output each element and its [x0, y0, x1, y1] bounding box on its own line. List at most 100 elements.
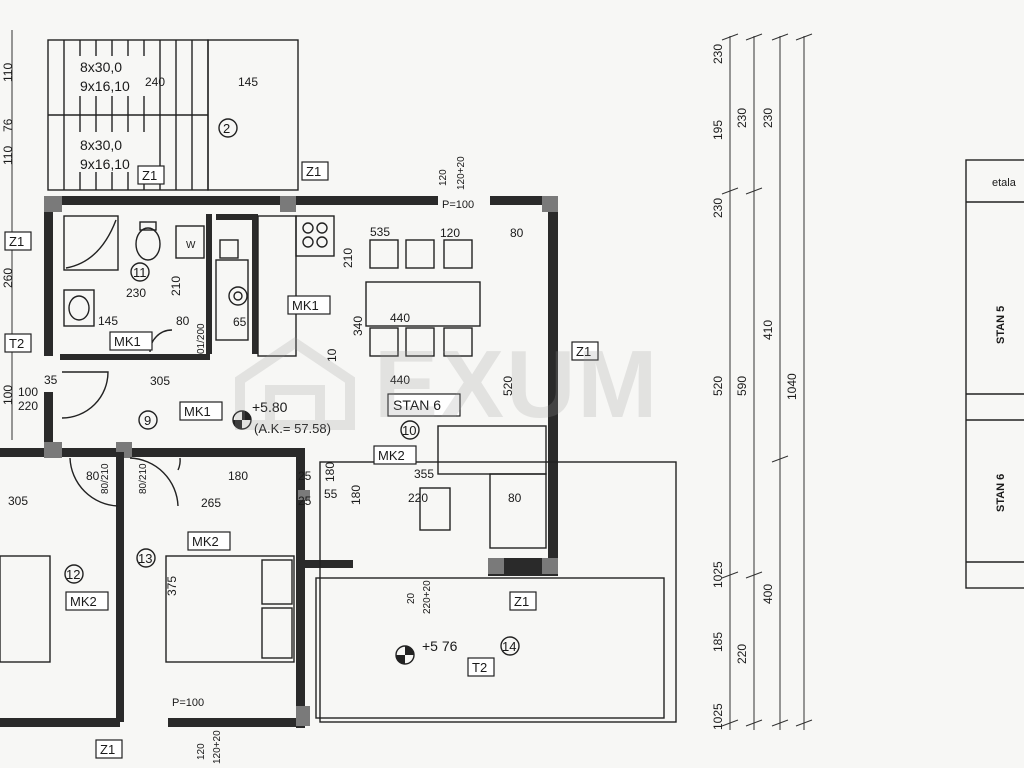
- svg-text:375: 375: [165, 576, 179, 596]
- tag-z1-kitchen: Z1: [301, 161, 329, 181]
- apartment-table: etala STAN 5 STAN 6: [965, 159, 1024, 589]
- vertical-dimension-chains: 230 195 230 1025 185 1025 230 410 520 40…: [711, 33, 813, 730]
- tag-z1-bottom: Z1: [95, 739, 123, 759]
- table-header: etala: [992, 177, 1017, 189]
- tag-z1-left: Z1: [4, 231, 32, 251]
- washing-machine: [175, 225, 205, 259]
- vdim-a-3: 1025: [711, 561, 725, 588]
- room-numbers: 11 9 10 12 13 14: [64, 262, 520, 656]
- room-13: 13: [138, 551, 152, 566]
- svg-text:265: 265: [201, 496, 221, 510]
- sofa: [419, 425, 547, 549]
- bathroom-fixtures: W: [63, 215, 249, 341]
- svg-text:Z1: Z1: [306, 164, 321, 179]
- svg-text:120+20: 120+20: [212, 730, 223, 764]
- vdim-b-3: 400: [761, 584, 775, 604]
- interior-walls: [60, 214, 310, 722]
- vdim-a-0: 230: [711, 44, 725, 64]
- vdim-b-1: 410: [761, 320, 775, 340]
- room-11: 11: [133, 265, 147, 280]
- doors: [61, 329, 181, 507]
- svg-text:55: 55: [324, 487, 338, 501]
- toilet-icon: [135, 227, 161, 261]
- dim-260: 260: [1, 268, 15, 288]
- svg-text:305: 305: [150, 374, 170, 388]
- svg-text:220: 220: [408, 491, 428, 505]
- svg-text:01/200: 01/200: [196, 323, 207, 354]
- tag-mk2-bed13: MK2: [187, 531, 231, 551]
- vdim-a-1: 195: [711, 120, 725, 140]
- svg-text:145: 145: [98, 314, 118, 328]
- tag-z1-terrace: Z1: [509, 591, 537, 611]
- room-9: 9: [144, 413, 151, 428]
- dim-145: 145: [238, 75, 258, 89]
- svg-text:T2: T2: [9, 336, 24, 351]
- dim-110b: 110: [1, 146, 15, 165]
- tag-z1-stair: Z1: [137, 165, 165, 185]
- svg-text:Z1: Z1: [576, 344, 591, 359]
- level-mark-main: [232, 410, 252, 430]
- tag-mk2-bed12: MK2: [65, 591, 109, 611]
- svg-text:120: 120: [438, 169, 449, 186]
- vdim-a-5: 1025: [711, 703, 725, 730]
- dining-table: [365, 239, 481, 357]
- tag-t2-left: T2: [4, 333, 32, 353]
- level-mark-terrace: [395, 645, 415, 665]
- svg-text:535: 535: [370, 225, 390, 239]
- vdim-b-2: 520: [711, 376, 725, 396]
- svg-text:180: 180: [323, 462, 337, 482]
- level-terrace: +5 76: [422, 638, 458, 654]
- stair-upper-line1: 8x30,0: [80, 59, 122, 75]
- svg-text:MK1: MK1: [292, 298, 319, 313]
- svg-text:Z1: Z1: [514, 594, 529, 609]
- svg-text:120+20: 120+20: [456, 156, 467, 190]
- svg-text:80: 80: [176, 314, 190, 328]
- svg-text:P=100: P=100: [442, 199, 474, 211]
- stair-lower-line1: 8x30,0: [80, 137, 122, 153]
- svg-text:MK1: MK1: [184, 404, 211, 419]
- tag-t2-terrace: T2: [467, 657, 495, 677]
- level-main: +5.80: [252, 399, 288, 415]
- svg-text:120: 120: [440, 226, 460, 240]
- interior-dimensions: 230 210 145 80 65 01/200 100 220 35 305 …: [8, 156, 524, 764]
- room-10: 10: [402, 423, 416, 438]
- svg-text:65: 65: [233, 315, 247, 329]
- svg-text:440: 440: [390, 373, 410, 387]
- coffee-table: [419, 487, 451, 531]
- room-12: 12: [66, 567, 80, 582]
- dim-76: 76: [1, 118, 15, 132]
- tag-mk1-bath: MK1: [109, 331, 153, 351]
- svg-text:Z1: Z1: [100, 742, 115, 757]
- svg-text:220+20: 220+20: [422, 580, 433, 614]
- area-label: (A.K.= 57.58): [254, 421, 331, 436]
- svg-text:80: 80: [510, 226, 524, 240]
- tag-stan6: STAN 6: [387, 393, 461, 417]
- boiler-cabinet: [215, 259, 249, 341]
- staircase: 8x30,0 9x16,10 8x30,0 9x16,10 240 145 2: [47, 39, 299, 191]
- svg-text:10: 10: [325, 348, 339, 362]
- dim-240: 240: [145, 75, 165, 89]
- svg-text:MK1: MK1: [114, 334, 141, 349]
- tag-mk2-living: MK2: [373, 445, 417, 465]
- svg-text:230: 230: [126, 286, 146, 300]
- svg-text:305: 305: [8, 494, 28, 508]
- svg-text:Z1: Z1: [9, 234, 24, 249]
- svg-text:T2: T2: [472, 660, 487, 675]
- table-stan5: STAN 5: [995, 306, 1007, 344]
- bedroom-12-bed: [0, 555, 51, 663]
- svg-text:180: 180: [228, 469, 248, 483]
- vdim-a-2: 230: [711, 198, 725, 218]
- vdim-a-4: 185: [711, 632, 725, 652]
- table-stan6: STAN 6: [995, 474, 1007, 512]
- room-14: 14: [502, 639, 516, 654]
- stair-lower-line2: 9x16,10: [80, 156, 130, 172]
- svg-text:440: 440: [390, 311, 410, 325]
- dim-100: 100: [1, 385, 15, 405]
- vdim-d-0: 1040: [785, 373, 799, 400]
- svg-text:520: 520: [501, 376, 515, 396]
- stair-number: 2: [223, 121, 230, 136]
- svg-text:80/210: 80/210: [100, 463, 111, 494]
- washbasin: [63, 289, 95, 327]
